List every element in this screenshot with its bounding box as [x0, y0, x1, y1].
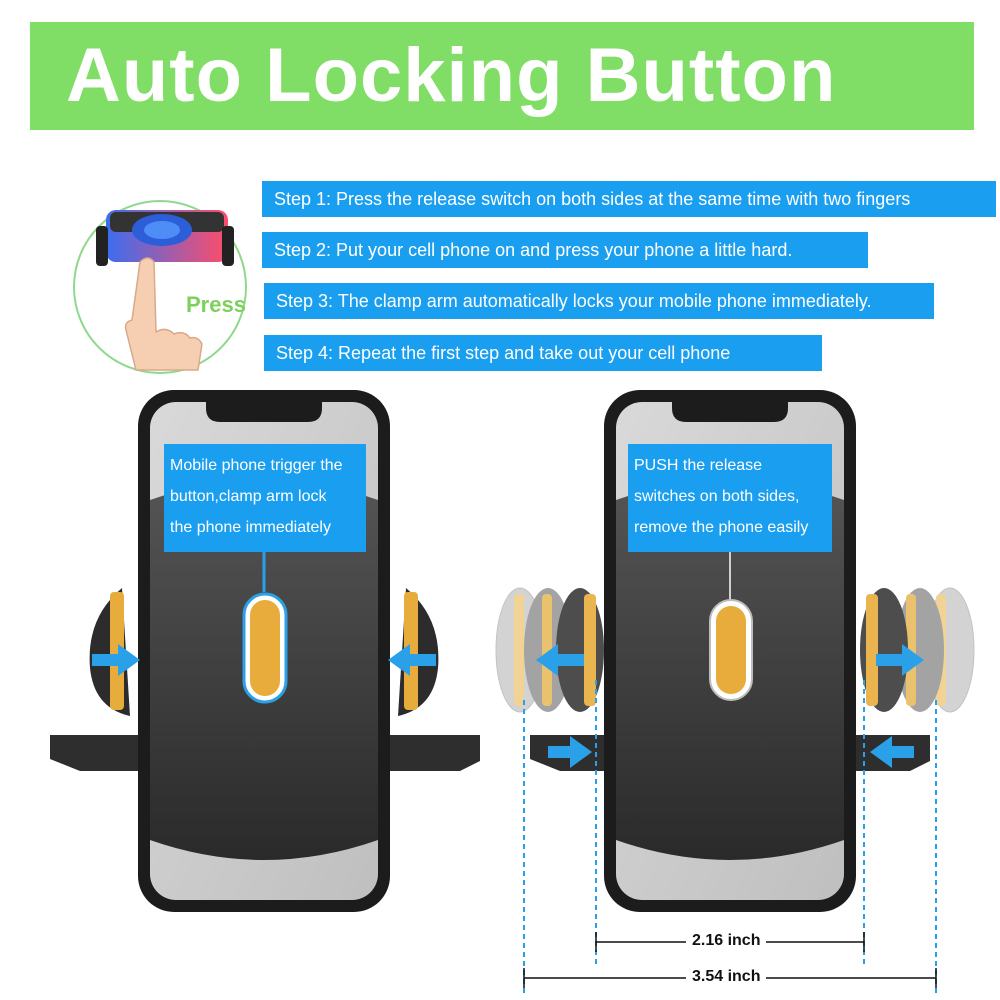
lock-callout-line-2: button,clamp arm lock [170, 488, 327, 505]
mini-mount-icon [96, 210, 234, 266]
release-callout: PUSH the release switches on both sides,… [628, 444, 832, 552]
release-callout-line-2: switches on both sides, [634, 488, 800, 505]
press-inset [73, 200, 247, 374]
step-2: Step 2: Put your cell phone on and press… [262, 232, 868, 268]
lock-callout: Mobile phone trigger the button,clamp ar… [164, 444, 366, 552]
press-label: Press [186, 292, 246, 317]
banner-title: Auto Locking Button [66, 33, 837, 118]
clamp-arm-icon [89, 588, 439, 716]
release-callout-line-3: remove the phone easily [634, 519, 809, 536]
arrow-icon [536, 644, 924, 768]
clamp-arm-icon [860, 587, 975, 713]
title-banner: Auto Locking Button [30, 22, 974, 130]
step-3: Step 3: The clamp arm automatically lock… [264, 283, 934, 319]
clamp-arm-icon [495, 587, 604, 713]
lock-callout-line-1: Mobile phone trigger the [170, 457, 343, 474]
outer-width-label: 3.54 inch [686, 968, 767, 986]
step-4: Step 4: Repeat the first step and take o… [264, 335, 822, 371]
arrow-icon [92, 644, 436, 676]
release-callout-line-1: PUSH the release [634, 457, 763, 474]
inner-width-label: 2.16 inch [686, 932, 767, 950]
finger-press-icon [124, 257, 203, 371]
lock-callout-line-3: the phone immediately [170, 519, 331, 536]
step-1: Step 1: Press the release switch on both… [262, 181, 996, 217]
